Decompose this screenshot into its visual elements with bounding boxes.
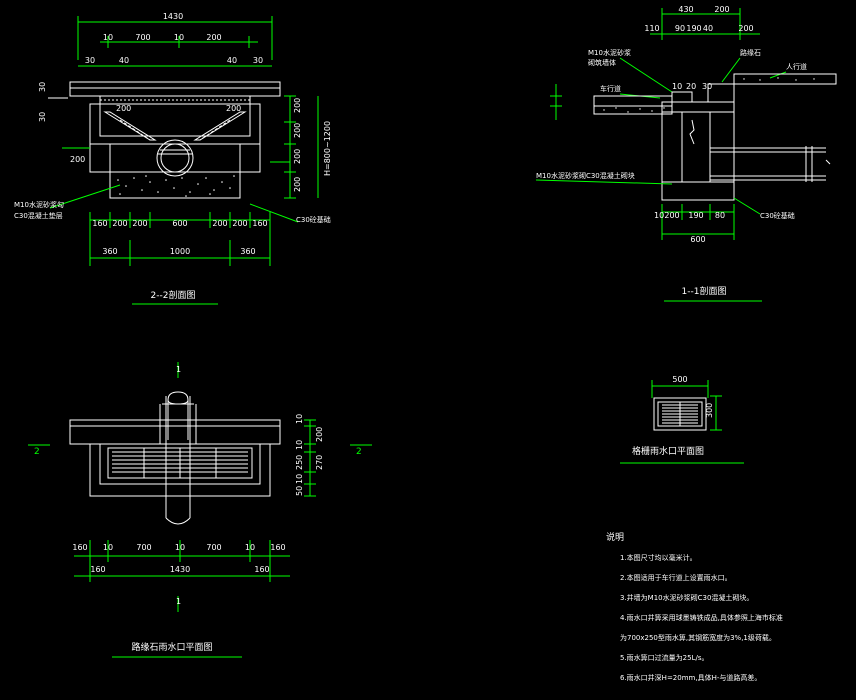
note-line-1: 1.本图尺寸均以毫米计。	[620, 553, 697, 562]
title-grate: 格栅雨水口平面图	[632, 445, 704, 457]
dim-left-30b: 30	[38, 112, 47, 122]
mark-top-1: 1	[176, 365, 181, 374]
dim-b360a: 360	[102, 247, 117, 256]
note-line-2: 2.本图适用于车行道上设置雨水口。	[620, 573, 732, 582]
dim-in-200b: 200	[226, 104, 241, 113]
dim-p10c: 10	[295, 474, 304, 484]
note-bottom-11: M10水泥砂浆砌C30混凝土砌块	[536, 171, 635, 180]
dim-90: 90	[675, 24, 685, 33]
plan-grate-bars	[112, 448, 248, 478]
note-line-5: 为700x250型雨水箅,其钢筋宽度为3%,1级荷载。	[620, 633, 776, 642]
dim-pb700b: 700	[206, 543, 221, 552]
notes-heading: 说明	[606, 531, 624, 543]
dim-b1000: 1000	[170, 247, 190, 256]
dim-b160b: 160	[252, 219, 267, 228]
dim-left-30a: 30	[38, 82, 47, 92]
dim-300: 300	[705, 403, 714, 418]
dim-200a: 200	[206, 33, 221, 42]
dim-pb10c: 10	[245, 543, 255, 552]
note-line-3: 3.井墙为M10水泥砂浆砌C30混凝土砌块。	[620, 593, 753, 602]
dim-40: 40	[703, 24, 713, 33]
dim-l200: 200	[70, 155, 85, 164]
dim-10-11: 10	[672, 82, 682, 91]
dim-b200d: 200	[232, 219, 247, 228]
note-m10b-11: 砌筑墙体	[588, 58, 616, 67]
title-plan: 路缘石雨水口平面图	[131, 641, 212, 653]
dim-430: 430	[678, 5, 693, 14]
dim-30-11: 30	[702, 82, 712, 91]
dim-r200d: 200	[293, 177, 302, 192]
dim-b190-11: 190	[688, 211, 703, 220]
dim-200-top: 200	[714, 5, 729, 14]
section-2-2: 1430 10 700 10 200 30 40 40 30 30 30 200…	[14, 12, 332, 305]
dim-b200b: 200	[132, 219, 147, 228]
dim-b10-11: 10	[654, 211, 664, 220]
dim-20-11: 20	[686, 82, 696, 91]
gravel-pattern	[117, 175, 235, 197]
dim-pb2-1430: 1430	[170, 565, 190, 574]
note-c30r-22: C30砼基础	[296, 215, 331, 224]
note-road: 车行道	[600, 84, 621, 93]
dim-pb160b: 160	[270, 543, 285, 552]
dim-pb2-160b: 160	[254, 565, 269, 574]
dim-b160a: 160	[92, 219, 107, 228]
dim-40b: 40	[227, 56, 237, 65]
note-m10-11: M10水泥砂浆	[588, 48, 631, 57]
grate-plan: 500 300 格栅雨水口平面图	[620, 375, 744, 464]
dim-p250: 250	[295, 455, 304, 470]
dim-r200a: 200	[293, 98, 302, 113]
dim-30a: 30	[85, 56, 95, 65]
title-2-2: 2--2剖面图	[151, 289, 196, 301]
dim-b80-11: 80	[715, 211, 725, 220]
dim-10a: 10	[103, 33, 113, 42]
road-gravel	[603, 77, 815, 113]
dim-b200-11: 200	[664, 211, 679, 220]
dim-pb160a: 160	[72, 543, 87, 552]
note-edge: 路缘石	[740, 48, 761, 57]
dim-r200b: 200	[293, 123, 302, 138]
dim-p10a: 10	[295, 414, 304, 424]
plan-view: 1 1 2 2	[28, 362, 372, 658]
note-c30-22: C30混凝土垫层	[14, 211, 63, 220]
dim-40a: 40	[119, 56, 129, 65]
dim-1430: 1430	[163, 12, 183, 21]
dim-p10b: 10	[295, 440, 304, 450]
dim-in-200a: 200	[116, 104, 131, 113]
dim-200: 200	[738, 24, 753, 33]
dim-190: 190	[686, 24, 701, 33]
note-line-7: 6.雨水口井深H=20mm,具体H-与道路高差。	[620, 673, 761, 682]
dim-p50: 50	[295, 486, 304, 496]
dim-p270: 270	[315, 455, 324, 470]
section-1-1: 430 200 110 90 190 40 200 M10水泥砂浆 砌筑墙体 车…	[535, 5, 837, 302]
dim-700a: 700	[135, 33, 150, 42]
dim-b360b: 360	[240, 247, 255, 256]
dim-r200c: 200	[293, 149, 302, 164]
dim-10b: 10	[174, 33, 184, 42]
notes: 说明 1.本图尺寸均以毫米计。 2.本图适用于车行道上设置雨水口。 3.井墙为M…	[606, 531, 783, 682]
grate-bars	[662, 402, 698, 426]
dim-110: 110	[644, 24, 659, 33]
dim-b200c: 200	[212, 219, 227, 228]
dim-500: 500	[672, 375, 687, 384]
note-c30-11: C30砼基础	[760, 211, 795, 220]
dim-600-11: 600	[690, 235, 705, 244]
title-1-1: 1--1剖面图	[682, 285, 727, 297]
dim-b200a: 200	[112, 219, 127, 228]
dim-30b: 30	[253, 56, 263, 65]
dim-pb700a: 700	[136, 543, 151, 552]
dim-p200: 200	[315, 427, 324, 442]
dim-h: H=800~1200	[323, 121, 332, 176]
note-line-6: 5.雨水箅口过流量为25L/s。	[620, 653, 709, 662]
dim-pb2-160a: 160	[90, 565, 105, 574]
note-m10-22: M10水泥砂浆勾	[14, 200, 64, 209]
dim-pb10a: 10	[103, 543, 113, 552]
mark-bot-1: 1	[176, 597, 181, 606]
note-line-4: 4.雨水口井箅采用球墨铸铁成品,具体参照上海市标准	[620, 613, 783, 622]
dim-b600: 600	[172, 219, 187, 228]
mark-right-2: 2	[356, 447, 362, 457]
dim-pb10b: 10	[175, 543, 185, 552]
mark-left-2: 2	[34, 447, 40, 457]
note-walk: 人行道	[786, 62, 807, 71]
